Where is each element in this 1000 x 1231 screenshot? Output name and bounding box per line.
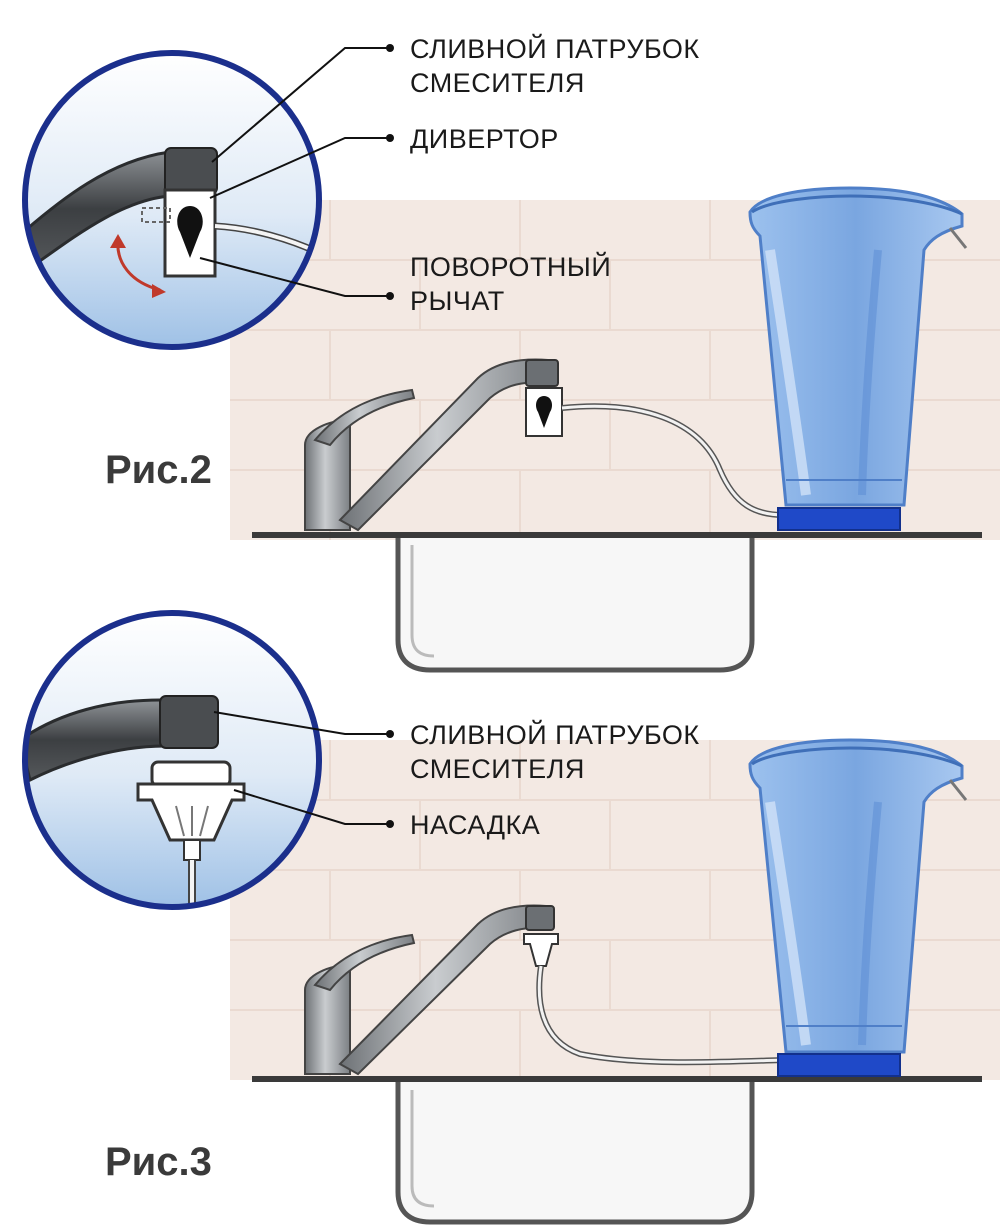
sink-fig2 [252, 532, 982, 673]
label-lever: ПОВОРОТНЫЙ РЫЧАТ [410, 250, 611, 318]
figure2-caption: Рис.2 [105, 448, 212, 492]
label-spout-line1: СЛИВНОЙ ПАТРУБОК [410, 34, 700, 64]
sink-fig3 [252, 1076, 982, 1225]
label-lever-line2: РЫЧАТ [410, 286, 505, 316]
label-lever-line1: ПОВОРОТНЫЙ [410, 252, 612, 282]
faucet-fig3 [304, 904, 785, 1076]
nozzle-icon [136, 760, 246, 861]
label-spout-line2: СМЕСИТЕЛЯ [410, 754, 585, 784]
detail-circle-nozzle [22, 610, 322, 910]
filter-pitcher-fig2 [748, 186, 968, 531]
detail-circle-diverter [22, 50, 322, 350]
label-spout-fig3: СЛИВНОЙ ПАТРУБОК СМЕСИТЕЛЯ [410, 718, 700, 786]
leader-lines-fig3 [213, 711, 388, 825]
faucet-fig2 [304, 358, 785, 532]
nozzle-small-icon [523, 933, 559, 967]
leader-lines-fig2 [199, 47, 388, 297]
label-spout-line2: СМЕСИТЕЛЯ [410, 68, 585, 98]
label-spout-line1: СЛИВНОЙ ПАТРУБОК [410, 720, 700, 750]
label-spout-fig2: СЛИВНОЙ ПАТРУБОК СМЕСИТЕЛЯ [410, 32, 700, 100]
label-nozzle: НАСАДКА [410, 810, 541, 840]
figure3-caption: Рис.3 [105, 1140, 212, 1184]
label-diverter: ДИВЕРТОР [410, 124, 559, 154]
filter-pitcher-fig3 [748, 738, 968, 1077]
